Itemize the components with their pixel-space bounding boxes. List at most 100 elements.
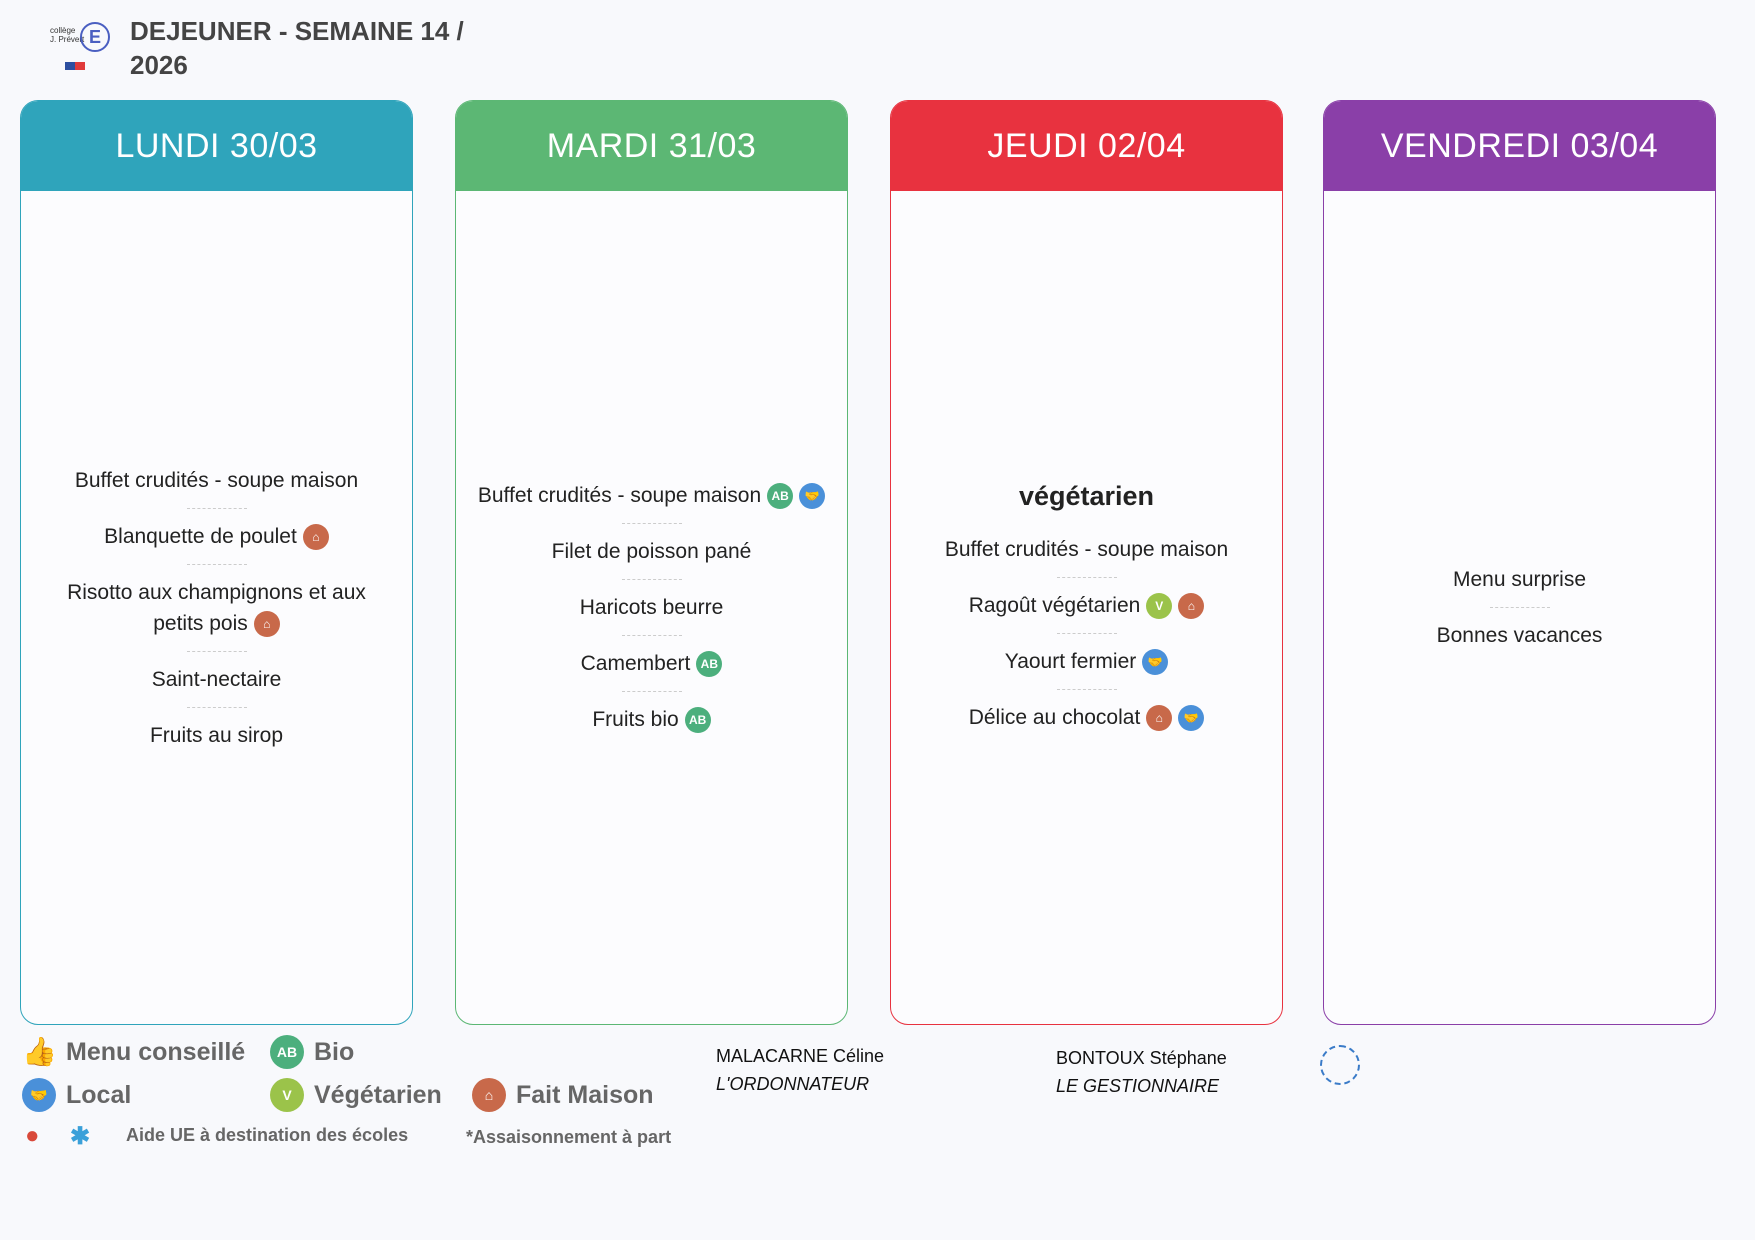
menu-item: Bonnes vacances: [1437, 608, 1603, 663]
republic-flag-icon: [65, 62, 85, 70]
day-header: JEUDI 02/04: [891, 101, 1282, 191]
menu-item-text: Délice au chocolat: [968, 705, 1141, 729]
divider: [621, 691, 682, 692]
legend-local: 🤝 Local: [22, 1078, 131, 1112]
fait-maison-icon: ⌂: [253, 610, 280, 637]
legend-label: Menu conseillé: [66, 1037, 246, 1066]
menu-item: Buffet crudités - soupe maison: [75, 453, 358, 508]
signature-gestionnaire: BONTOUX Stéphane LE GESTIONNAIRE: [1056, 1044, 1227, 1100]
title-line-2: 2026: [130, 50, 188, 80]
menu-item-text: Saint-nectaire: [151, 667, 282, 691]
menu-item-text: Haricots beurre: [579, 596, 724, 619]
fait-maison-icon: ⌂: [1146, 704, 1173, 731]
menu-item-text: Fruits bio: [592, 708, 679, 731]
day-header: LUNDI 30/03: [21, 101, 412, 191]
fait-maison-house-icon: ⌂: [472, 1078, 506, 1112]
menu-item: Saint-nectaire: [152, 652, 282, 707]
divider: [1056, 688, 1117, 690]
legend-fait-maison: ⌂ Fait Maison: [472, 1078, 654, 1112]
aide-ue-text: Aide UE à destination des écoles: [126, 1125, 409, 1145]
menu-item-text: Filet de poisson pané: [551, 540, 752, 563]
divider: [186, 650, 247, 652]
legend-bio: AB Bio: [270, 1035, 354, 1069]
logo-e-icon: E: [80, 22, 110, 52]
menu-item: Yaourt fermier🤝: [1005, 634, 1169, 689]
day-header: MARDI 31/03: [456, 101, 847, 191]
menu-item-text: Fruits au sirop: [149, 723, 284, 747]
menu-item: Menu surprise: [1453, 552, 1586, 607]
legend-menu-conseille: 👍 Menu conseillé: [22, 1035, 245, 1069]
local-icon: 🤝: [1142, 648, 1169, 675]
bio-icon: AB: [270, 1035, 304, 1069]
divider: [621, 523, 682, 524]
menu-item: Filet de poisson pané: [552, 524, 752, 579]
page-title: DEJEUNER - SEMAINE 14 / 2026: [130, 14, 464, 82]
divider: [1056, 576, 1117, 578]
menu-item-text: Yaourt fermier: [1004, 649, 1137, 673]
menu-item-text: Risotto aux champignons et aux petits po…: [67, 580, 366, 635]
menu-item: Blanquette de poulet⌂: [104, 509, 329, 564]
signatory-name: BONTOUX Stéphane: [1056, 1048, 1227, 1068]
menu-item: Haricots beurre: [580, 580, 724, 635]
fait-maison-icon: ⌂: [302, 523, 329, 550]
bio-icon: AB: [684, 707, 711, 734]
day-header: VENDREDI 03/04: [1324, 101, 1715, 191]
divider: [621, 579, 682, 580]
bio-icon: AB: [696, 651, 723, 678]
vegetarian-leaf-icon: V: [270, 1078, 304, 1112]
title-line-1: DEJEUNER - SEMAINE 14 /: [130, 16, 464, 46]
eu-stars-icon: ✱: [70, 1123, 91, 1150]
menu-item: Délice au chocolat⌂🤝: [969, 690, 1205, 745]
signatory-name: MALACARNE Céline: [716, 1046, 885, 1066]
legend-label: Fait Maison: [516, 1080, 654, 1109]
local-icon: 🤝: [799, 483, 826, 510]
fait-maison-icon: ⌂: [1178, 592, 1205, 619]
menu-item-text: Blanquette de poulet: [104, 524, 297, 548]
divider: [186, 706, 247, 708]
menu-item-text: Ragoût végétarien: [968, 593, 1141, 617]
menu-item-text: Menu surprise: [1452, 568, 1587, 591]
menu-item-text: Buffet crudités - soupe maison: [74, 468, 359, 492]
legend-label: Local: [66, 1080, 132, 1109]
menu-item: Buffet crudités - soupe maison: [945, 522, 1228, 577]
divider: [1056, 632, 1117, 634]
menu-item: Risotto aux champignons et aux petits po…: [41, 565, 392, 651]
signatory-role: L'ORDONNATEUR: [716, 1074, 870, 1094]
menu-item-text: Camembert: [580, 652, 691, 675]
thumbs-up-icon: 👍: [22, 1036, 57, 1067]
local-handshake-icon: 🤝: [22, 1078, 56, 1112]
legend-label: Végétarien: [314, 1080, 442, 1109]
local-icon: 🤝: [1178, 704, 1205, 731]
legend-vegetarien: V Végétarien: [270, 1078, 442, 1112]
bio-icon: AB: [767, 483, 794, 510]
apple-icon: ●: [25, 1122, 40, 1149]
divider: [186, 563, 247, 565]
legend-label: Bio: [314, 1037, 355, 1066]
divider: [186, 507, 247, 509]
divider: [1489, 607, 1550, 608]
assaisonnement-note: *Assaisonnement à part: [466, 1127, 672, 1147]
divider: [621, 635, 682, 636]
special-label: végétarien: [1018, 480, 1155, 511]
vegetarien-icon: V: [1146, 592, 1173, 619]
official-stamp-icon: [1320, 1045, 1360, 1085]
menu-item: Fruits au sirop: [150, 708, 283, 763]
menu-item-text: Buffet crudités - soupe maison: [477, 484, 762, 507]
signatory-role: LE GESTIONNAIRE: [1056, 1076, 1220, 1096]
menu-item-text: Buffet crudités - soupe maison: [944, 537, 1229, 561]
menu-item-text: Bonnes vacances: [1436, 624, 1603, 647]
